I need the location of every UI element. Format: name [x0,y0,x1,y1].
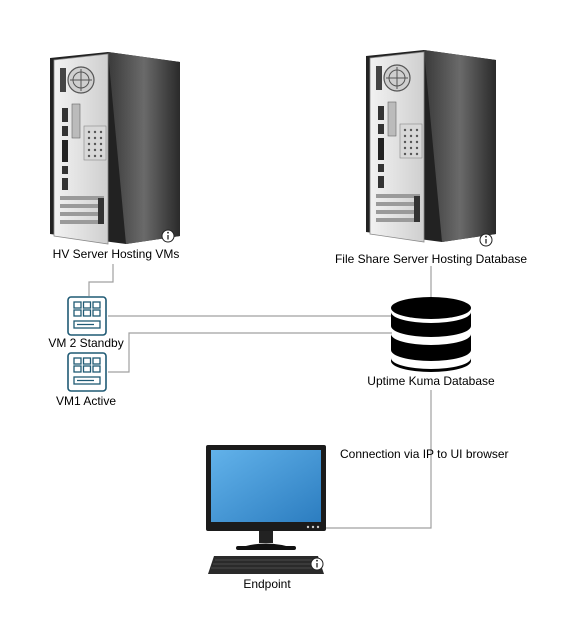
vm2-standby-icon [67,296,107,336]
connector-hv-to-vm2 [88,264,114,296]
file-server-label: File Share Server Hosting Database [334,252,528,266]
file-server-tower-icon [365,49,497,243]
hv-server-label: HV Server Hosting VMs [52,247,180,261]
endpoint-label: Endpoint [243,577,291,591]
info-icon[interactable] [479,233,493,247]
database-icon [391,297,471,372]
info-icon[interactable] [161,229,175,243]
connection-label: Connection via IP to UI browser [340,447,509,461]
database-label: Uptime Kuma Database [367,374,495,388]
hv-server-tower-icon [49,51,181,245]
vm2-standby-label: VM 2 Standby [48,336,124,350]
vm1-active-label: VM1 Active [55,394,117,408]
info-icon[interactable] [310,557,324,571]
connector-vm1-to-db [108,332,392,373]
desktop-computer-icon [206,445,326,574]
connector-lines [88,264,432,529]
connector-db-to-endpoint [326,390,432,529]
vm1-active-icon [67,352,107,392]
